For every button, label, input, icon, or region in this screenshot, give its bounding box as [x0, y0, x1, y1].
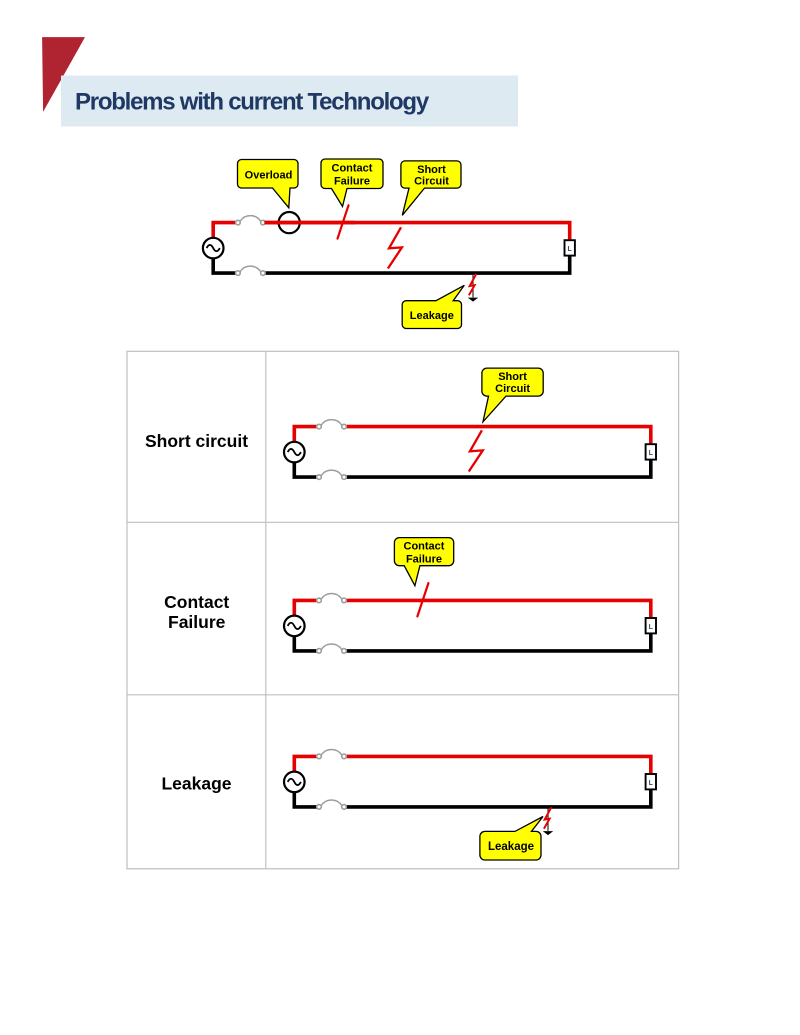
- svg-text:Circuit: Circuit: [414, 176, 449, 188]
- svg-text:Contact: Contact: [404, 540, 445, 552]
- svg-text:Circuit: Circuit: [495, 383, 530, 395]
- svg-text:Leakage: Leakage: [488, 841, 534, 853]
- svg-text:Failure: Failure: [406, 553, 442, 565]
- svg-text:Leakage: Leakage: [410, 310, 454, 322]
- svg-text:Failure: Failure: [334, 175, 370, 187]
- svg-text:Overload: Overload: [245, 169, 293, 181]
- svg-text:Short: Short: [417, 164, 446, 176]
- svg-text:Problems with current Technolo: Problems with current Technology: [75, 89, 430, 116]
- svg-text:Short circuit: Short circuit: [145, 431, 248, 451]
- svg-text:Short: Short: [498, 371, 527, 383]
- svg-text:Contact: Contact: [332, 162, 373, 174]
- svg-text:Contact: Contact: [164, 592, 229, 612]
- svg-text:Leakage: Leakage: [161, 774, 231, 794]
- svg-text:Failure: Failure: [168, 612, 226, 632]
